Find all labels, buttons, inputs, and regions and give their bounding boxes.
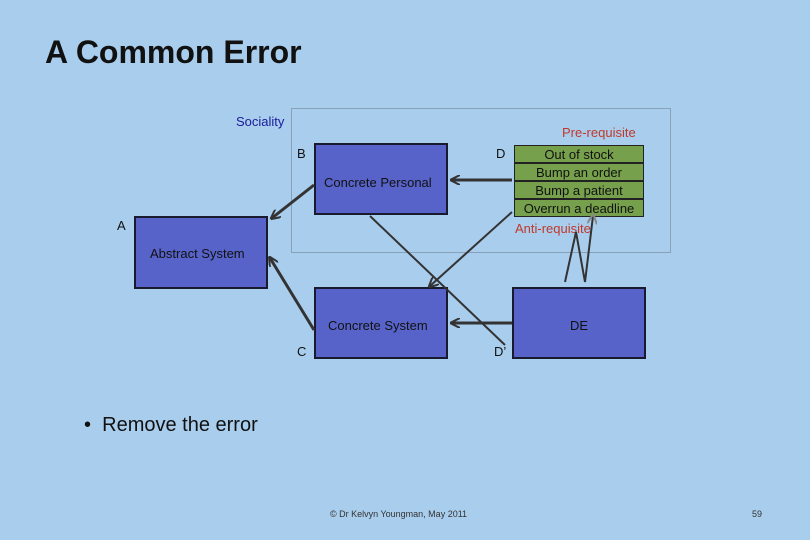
arrow-d-to-cs — [430, 211, 513, 286]
requisite-item: Bump an order — [514, 163, 644, 181]
concrete-personal-box: Concrete Personal — [314, 143, 448, 215]
concrete-system-box: Concrete System — [314, 287, 448, 359]
anti-requisite-label: Anti-requisite — [515, 221, 591, 236]
requisite-item: Bump a patient — [514, 181, 644, 199]
label-d-prime: D’ — [494, 344, 507, 359]
page-title: A Common Error — [45, 34, 302, 70]
abstract-system-label: Abstract System — [150, 246, 245, 261]
concrete-system-label: Concrete System — [328, 318, 428, 333]
requisite-item: Overrun a deadline — [514, 199, 644, 217]
page-number: 59 — [752, 509, 763, 519]
label-d: D — [496, 146, 506, 161]
requisite-list: Out of stock Bump an order Bump a patien… — [514, 145, 644, 217]
pre-requisite-label: Pre-requisite — [562, 125, 636, 140]
sociality-frame — [291, 108, 671, 253]
de-box: DE — [512, 287, 646, 359]
label-c: C — [297, 344, 307, 359]
footer-text: © Dr Kelvyn Youngman, May 2011 — [330, 509, 468, 519]
arrow-c-to-a — [270, 258, 316, 331]
concrete-personal-label: Concrete Personal — [324, 175, 432, 190]
anti-requisite-arrow — [564, 216, 593, 283]
de-label: DE — [570, 318, 589, 333]
label-a: A — [117, 218, 126, 233]
requisite-item: Out of stock — [514, 145, 644, 163]
bullet-text: Remove the error — [102, 414, 258, 436]
arrow-b-to-a — [272, 183, 315, 218]
abstract-system-box: Abstract System — [134, 216, 268, 289]
bullet-item: • Remove the error — [84, 414, 258, 437]
line-a-to-dprime — [369, 215, 506, 346]
bullet-dot: • — [84, 414, 103, 436]
label-b: B — [297, 146, 306, 161]
sociality-label: Sociality — [236, 114, 285, 129]
